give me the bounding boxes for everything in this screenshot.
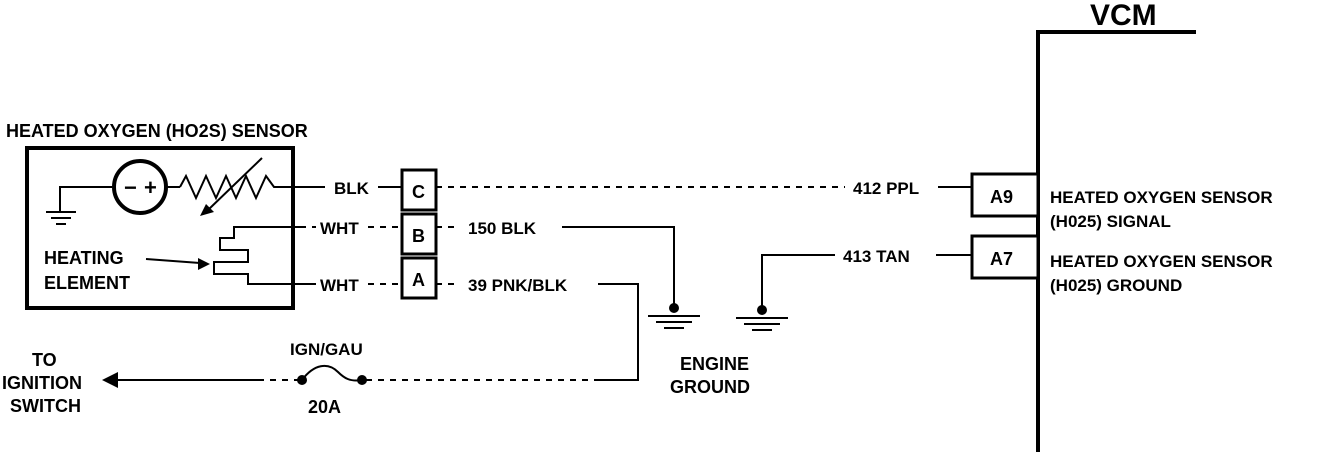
connector: C B A <box>400 168 438 300</box>
ignition-label-2: IGNITION <box>2 373 82 393</box>
vcm-title: VCM <box>1090 0 1157 32</box>
sensor-title: HEATED OXYGEN (HO2S) SENSOR <box>6 121 308 141</box>
wire-label-wht-a: WHT <box>320 276 359 295</box>
signal-wire: 412 PPL <box>436 179 972 198</box>
wire-label-412: 412 PPL <box>853 179 919 198</box>
oxygen-sensor: HEATED OXYGEN (HO2S) SENSOR − + HEATING … <box>6 121 308 310</box>
power-wire-39: 39 PNK/BLK <box>366 276 639 381</box>
wire-label-150: 150 BLK <box>468 219 537 238</box>
connector-pin-c <box>400 168 438 212</box>
heating-label-2: ELEMENT <box>44 273 130 293</box>
connector-pin-b-label: B <box>412 226 425 246</box>
fuse-name: IGN/GAU <box>290 340 363 359</box>
vcm-pins: A9 A7 HEATED OXYGEN SENSOR (H025) SIGNAL… <box>970 172 1273 295</box>
wire-label-413: 413 TAN <box>843 247 910 266</box>
connector-pin-c-label: C <box>412 182 425 202</box>
ground-symbol-1 <box>648 315 700 329</box>
vcm-pin-a9 <box>970 172 1040 218</box>
vcm-pin-a7-label: A7 <box>990 249 1013 269</box>
ground-wire-413: 413 TAN <box>757 247 972 315</box>
ground-wire-150: 150 BLK <box>436 219 679 313</box>
a7-description-1: HEATED OXYGEN SENSOR <box>1050 252 1273 271</box>
variable-resistor-icon <box>179 157 302 216</box>
ground-symbol-2 <box>736 317 788 331</box>
engine-ground-label-2: GROUND <box>670 377 750 397</box>
a9-description-1: HEATED OXYGEN SENSOR <box>1050 188 1273 207</box>
sensor-wires: BLK WHT WHT <box>300 179 402 295</box>
a7-description-2: (H025) GROUND <box>1050 276 1182 295</box>
wire-label-blk: BLK <box>334 179 370 198</box>
fuse-rating: 20A <box>308 397 341 417</box>
sensor-cell-icon: − + <box>112 159 180 215</box>
engine-ground: ENGINE GROUND <box>648 315 788 397</box>
ignition-label-3: SWITCH <box>10 396 81 416</box>
heating-label-1: HEATING <box>44 248 124 268</box>
wire-label-wht-b: WHT <box>320 219 359 238</box>
heating-element-icon: HEATING ELEMENT <box>44 226 300 293</box>
ignition-feed: TO IGNITION SWITCH <box>2 350 262 416</box>
cell-plus: + <box>144 175 157 200</box>
vcm-pin-a7 <box>970 234 1040 280</box>
vcm-module: VCM <box>1036 0 1196 452</box>
vcm-pin-a9-label: A9 <box>990 187 1013 207</box>
fuse: IGN/GAU 20A <box>260 340 367 417</box>
engine-ground-label-1: ENGINE <box>680 354 749 374</box>
arrow-left-icon <box>102 372 118 388</box>
cell-minus: − <box>124 175 137 200</box>
connector-pin-b <box>400 212 438 256</box>
wire-label-39: 39 PNK/BLK <box>468 276 568 295</box>
a9-description-2: (H025) SIGNAL <box>1050 212 1171 231</box>
connector-pin-a-label: A <box>412 270 425 290</box>
ignition-label-1: TO <box>32 350 57 370</box>
connector-pin-a <box>400 256 438 300</box>
sensor-ground-symbol <box>46 186 112 225</box>
